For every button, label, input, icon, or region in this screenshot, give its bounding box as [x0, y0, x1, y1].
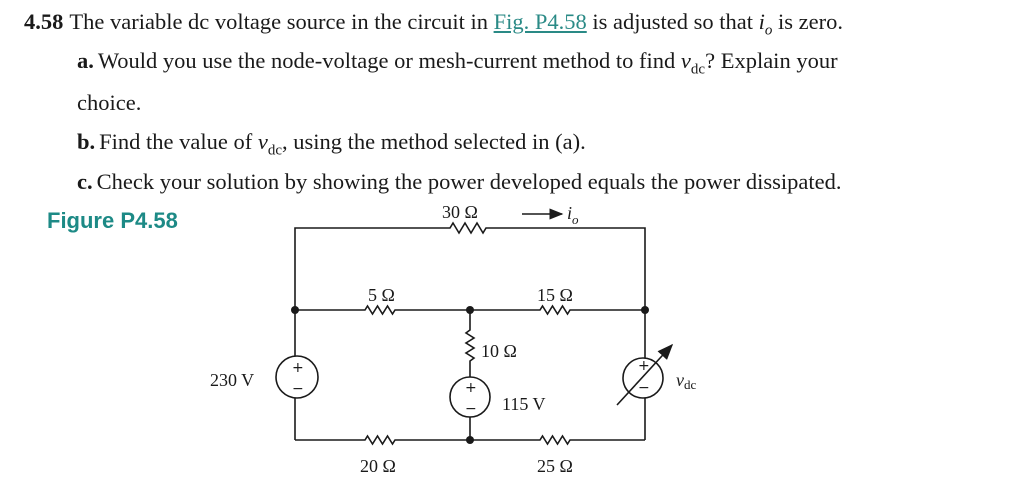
part-a-text-pre: Would you use the node-voltage or mesh-c… — [97, 48, 681, 73]
part-a-text-post: ? Explain your — [705, 48, 838, 73]
part-b-line: b.Find the value of vdc, using the metho… — [77, 128, 586, 165]
node-top-right — [641, 306, 649, 314]
vdc-variable: v — [680, 48, 691, 73]
center-wire — [464, 310, 476, 440]
node-top-center — [466, 306, 474, 314]
v230-label: 230 V — [210, 370, 254, 390]
part-b-text-post: , using the method selected in (a). — [282, 129, 586, 154]
variable-voltage-source-vdc: + − — [616, 343, 674, 406]
plus-sign-230: + — [292, 360, 304, 376]
vdc-label: vdc — [676, 370, 697, 392]
part-c-text: Check your solution by showing the power… — [96, 169, 842, 194]
top-wire — [294, 221, 646, 310]
r15-label: 15 Ω — [537, 285, 573, 305]
io-label: io — [567, 203, 579, 227]
problem-number: 4.58 — [24, 9, 64, 34]
voltage-source-115v: + − — [449, 376, 491, 418]
variable-arrow-icon — [616, 343, 674, 406]
v115-label: 115 V — [502, 394, 546, 414]
node-top-left — [291, 306, 299, 314]
stem-text-mid: is adjusted so that — [586, 9, 759, 34]
io-variable: i — [758, 9, 765, 34]
minus-sign-115: − — [465, 401, 477, 417]
r10-label: 10 Ω — [481, 341, 517, 361]
part-b-label: b. — [77, 129, 96, 154]
part-c-label: c. — [77, 169, 93, 194]
plus-sign-vdc: + — [638, 358, 650, 374]
voltage-source-230v: + − — [275, 355, 319, 399]
io-subscript: o — [764, 22, 773, 39]
vdc-variable-b: v — [257, 129, 268, 154]
r25-label: 25 Ω — [537, 456, 573, 476]
part-c-line: c.Check your solution by showing the pow… — [77, 168, 841, 196]
r5-label: 5 Ω — [368, 285, 395, 305]
part-a-continuation: choice. — [77, 90, 142, 115]
part-b-text-pre: Find the value of — [99, 129, 258, 154]
r20-label: 20 Ω — [360, 456, 396, 476]
stem-text-post: is zero. — [772, 9, 843, 34]
figure-link[interactable]: Fig. P4.58 — [493, 9, 587, 34]
figure-title: Figure P4.58 — [47, 208, 178, 233]
node-bottom-center — [466, 436, 474, 444]
stem-text-pre: The variable dc voltage source in the ci… — [69, 9, 494, 34]
minus-sign-230: − — [292, 381, 304, 397]
minus-sign-vdc: − — [638, 380, 650, 396]
plus-sign-115: + — [465, 380, 477, 396]
part-a-line: a.Would you use the node-voltage or mesh… — [77, 47, 838, 84]
r30-label: 30 Ω — [442, 202, 478, 222]
vdc-subscript-b: dc — [267, 142, 283, 159]
part-a-label: a. — [77, 48, 94, 73]
vdc-subscript: dc — [690, 61, 706, 78]
